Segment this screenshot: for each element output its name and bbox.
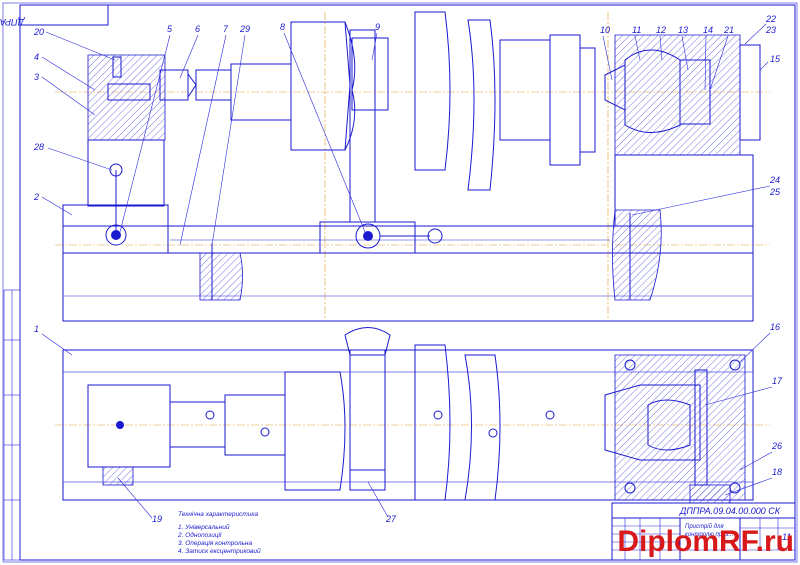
shaft-stage-1 (195, 69, 232, 101)
shaft-flange (549, 34, 581, 166)
title-block: ДППРА.09.04.00.000 СК Пристрій для контр… (611, 502, 796, 561)
callouts-top: 20 4 3 28 2 5 6 7 29 8 9 10 11 12 13 14 … (33, 14, 781, 202)
callout-24: 24 (769, 175, 780, 185)
watermark-logo: DiplomRF.ru (617, 525, 794, 558)
front-view (55, 11, 770, 322)
tech-item-2: 2. Однопозиції (177, 531, 223, 539)
eccentric-left (105, 224, 127, 246)
left-clamp-head (87, 54, 166, 141)
callout-8: 8 (280, 22, 285, 32)
callout-26: 26 (771, 441, 782, 451)
callout-7: 7 (223, 24, 229, 34)
callout-10: 10 (600, 25, 610, 35)
plan-right-tailstock (614, 354, 746, 501)
callout-13: 13 (678, 25, 688, 35)
right-tailstock-base (614, 154, 754, 227)
callout-17: 17 (772, 376, 783, 386)
callout-3: 3 (34, 72, 39, 82)
binding-strip (3, 289, 21, 561)
crank-web-right (414, 11, 451, 171)
tech-item-4: 4. Затиск ексцентриковий (178, 547, 261, 555)
callout-9: 9 (375, 22, 380, 32)
tech-item-3: 3. Операція контрольна (178, 539, 252, 547)
anchor-section-left (199, 252, 243, 301)
callout-20: 20 (33, 27, 44, 37)
callout-16: 16 (770, 322, 780, 332)
right-tailstock-body (614, 34, 741, 156)
callout-12: 12 (656, 25, 666, 35)
plan-view (55, 327, 770, 504)
tech-heading: Технічна характеристика (178, 510, 258, 518)
sheet-number: 11 (782, 532, 791, 542)
callout-2: 2 (33, 192, 39, 202)
plan-left-block (87, 384, 171, 468)
tech-item-1: 1. Універсальний (178, 523, 230, 531)
callout-22: 22 (765, 14, 776, 24)
callout-15: 15 (770, 54, 781, 64)
callout-6: 6 (195, 24, 200, 34)
plan-crank-web (414, 344, 451, 501)
crank-pin (351, 37, 389, 111)
technical-notes: Технічна характеристика 1. Універсальний… (177, 510, 261, 555)
callout-27: 27 (385, 514, 397, 524)
drawing-title-1: Пристрій для (685, 523, 724, 530)
callout-4: 4 (34, 52, 39, 62)
callout-25: 25 (769, 187, 781, 197)
callout-28: 28 (33, 142, 44, 152)
stamp-flipped: ДПРА.09.04.00.000 СК (0, 4, 109, 27)
stamp-code: ДППРА.09.04.00.000 СК (679, 506, 781, 516)
callout-29: 29 (239, 24, 250, 34)
callout-11: 11 (632, 25, 641, 35)
callout-18: 18 (772, 467, 782, 477)
callout-21: 21 (723, 25, 734, 35)
callout-leaders-top (41, 23, 771, 246)
drawing-title-2: контролю приз... (685, 532, 733, 538)
stamp-code-flipped: ДПРА.09.04.00.000 СК (0, 17, 25, 27)
anchor-section-right (612, 209, 662, 301)
callout-14: 14 (703, 25, 713, 35)
callout-1: 1 (34, 324, 39, 334)
callout-23: 23 (765, 25, 776, 35)
callout-leaders-bottom (41, 332, 773, 519)
crank-web-left (290, 21, 351, 151)
callouts-bottom: 1 16 17 26 18 19 27 (34, 322, 783, 524)
callout-19: 19 (152, 514, 162, 524)
sheet-inner-frame (19, 4, 796, 561)
callout-5: 5 (167, 24, 173, 34)
